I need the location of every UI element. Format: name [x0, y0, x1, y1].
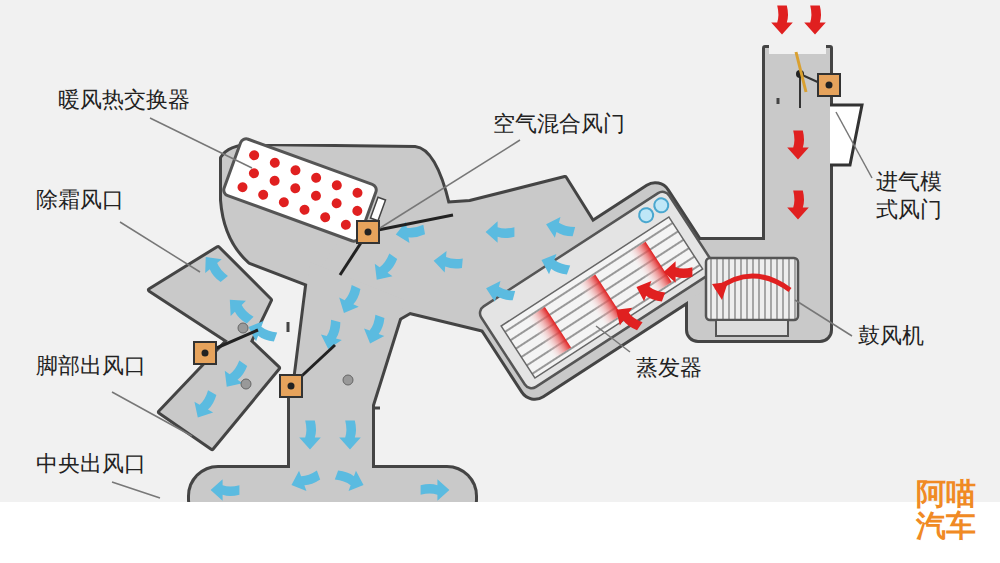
heater-dot — [289, 182, 302, 195]
airflow-arrow — [211, 479, 240, 501]
airflow-arrow — [486, 221, 515, 243]
evaporator — [477, 189, 717, 392]
airflow-arrow — [633, 277, 667, 307]
duct-outline — [150, 48, 830, 528]
airflow-arrow — [218, 357, 252, 393]
heater-dot — [248, 149, 261, 162]
defrost-outlet-label: 除霜风口 — [36, 186, 124, 214]
heater-dot — [268, 174, 281, 187]
heater-dot — [268, 156, 281, 169]
heater-dot — [277, 196, 290, 209]
heater-core-label: 暖风热交换器 — [58, 86, 190, 114]
duct-rib — [287, 322, 290, 332]
airflow-arrow — [339, 421, 361, 450]
heater-dot — [310, 171, 323, 184]
leader-lines — [112, 112, 872, 498]
heater-dot — [319, 211, 332, 224]
intake-side-flap — [830, 105, 862, 165]
air-mix-door — [340, 197, 453, 275]
airflow-arrow — [538, 250, 572, 280]
heater-dot — [339, 218, 352, 231]
evaporator-label: 蒸发器 — [636, 354, 702, 382]
airflow-arrow — [664, 261, 693, 283]
center-door — [241, 345, 353, 397]
airflow-arrow — [771, 6, 793, 35]
heater-dot — [310, 189, 323, 202]
airflow-arrow — [197, 250, 232, 286]
airflow-arrow — [433, 250, 464, 274]
airflow-arrow — [610, 301, 646, 335]
heater-dot — [330, 197, 343, 210]
heater-dot — [289, 164, 302, 177]
intake-door-label: 进气模式风门 — [876, 168, 943, 223]
airflow-arrow — [804, 6, 826, 35]
airflow-arrow — [421, 479, 450, 501]
blower-label: 鼓风机 — [858, 322, 924, 350]
airflow-arrow — [222, 292, 258, 328]
heater-dot — [351, 204, 364, 217]
duct-rib — [777, 98, 780, 104]
heater-dot — [257, 188, 270, 201]
airflow-arrow — [360, 313, 390, 347]
airflow-arrow — [299, 421, 321, 450]
watermark: 阿喵汽车 — [916, 478, 978, 541]
foot-outlet-label: 脚部出风口 — [36, 352, 146, 380]
airflow-arrow — [787, 131, 809, 160]
center-outlet-label: 中央出风口 — [36, 450, 146, 478]
heater-core — [222, 137, 378, 243]
airflow-arrow — [368, 250, 402, 286]
heater-dot — [330, 179, 343, 192]
bottom-margin — [0, 502, 1000, 563]
heater-dot — [298, 203, 311, 216]
airflow-arrow — [483, 278, 516, 306]
intake-mode-door — [796, 52, 840, 108]
heater-dot — [236, 181, 249, 194]
blower — [706, 258, 798, 336]
heater-dot — [248, 167, 261, 180]
airflow-arrow — [288, 465, 322, 495]
heater-dot — [351, 186, 364, 199]
airflow-arrow — [333, 465, 367, 495]
air-mix-door-label: 空气混合风门 — [493, 110, 625, 138]
foot-door — [194, 323, 258, 364]
airflow-arrow — [543, 214, 576, 242]
airflow-arrow — [334, 282, 366, 317]
airflow-arrow — [787, 191, 809, 220]
duct-fill — [150, 48, 830, 528]
duct-rib — [372, 407, 380, 410]
heater-dots — [236, 149, 369, 233]
airflow-arrows — [188, 6, 825, 501]
airflow-arrow — [188, 387, 221, 423]
